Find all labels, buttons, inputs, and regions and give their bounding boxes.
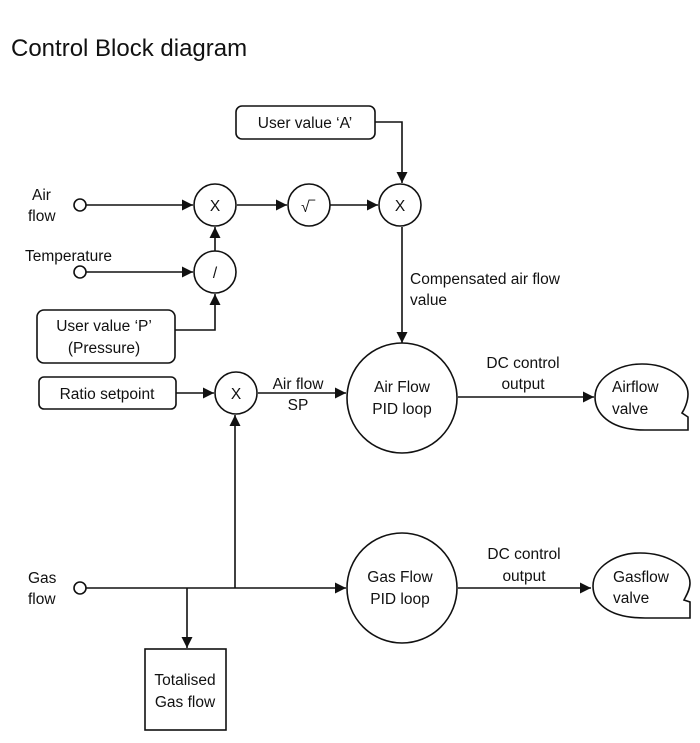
ratio-setpoint-label: Ratio setpoint <box>60 386 155 403</box>
square-root-operator: √‾ <box>287 183 331 227</box>
air-flow-sp-label-line1: Air flow <box>273 376 325 393</box>
air-flow-label-line2: flow <box>28 208 56 225</box>
gasflow-valve-label-line2: valve <box>613 590 649 607</box>
temperature-input-terminal <box>73 265 87 279</box>
connector-pressure-to-divide <box>175 294 221 331</box>
divide-operator: / <box>193 250 237 294</box>
user-value-p-label-line2: (Pressure) <box>68 340 140 357</box>
gasflow-valve-label-line1: Gasflow <box>613 569 670 586</box>
gas-flow-label-line1: Gas <box>28 570 57 587</box>
multiply-operator-2: X <box>378 183 422 227</box>
airflow-valve-label-line2: valve <box>612 401 648 418</box>
airflow-valve: Airflow valve <box>594 363 689 431</box>
gas-dc-output-label-line1: DC control <box>487 546 560 563</box>
ratio-setpoint-block: Ratio setpoint <box>38 376 177 410</box>
temperature-label: Temperature <box>25 248 112 265</box>
air-pid-label-line1: Air Flow <box>374 379 431 396</box>
air-pid-label-line2: PID loop <box>372 401 431 418</box>
totalised-gas-flow-label-line2: Gas flow <box>155 694 216 711</box>
totalised-gas-flow-label-line1: Totalised <box>154 672 215 689</box>
gas-pid-label-line2: PID loop <box>370 591 429 608</box>
gas-pid-label-line1: Gas Flow <box>367 569 433 586</box>
diagram-title: Control Block diagram <box>11 35 247 62</box>
user-value-p-block: User value ‘P’ (Pressure) <box>36 309 176 364</box>
gasflow-valve: Gasflow valve <box>592 552 691 619</box>
air-dc-output-label-line2: output <box>501 376 545 393</box>
user-value-a-block: User value ‘A’ <box>235 105 376 140</box>
user-value-a-label: User value ‘A’ <box>258 115 352 132</box>
square-root-icon: √‾ <box>301 199 316 216</box>
air-flow-input-terminal <box>73 198 87 212</box>
totalised-gas-flow-block: Totalised Gas flow <box>144 648 227 731</box>
user-value-p-label-line1: User value ‘P’ <box>56 318 152 335</box>
divide-symbol: / <box>213 265 218 282</box>
multiply-3-symbol: X <box>231 386 242 403</box>
airflow-valve-label-line1: Airflow <box>612 379 659 396</box>
air-flow-label-line1: Air <box>32 187 51 204</box>
air-flow-sp-label-line2: SP <box>288 397 309 414</box>
compensated-air-flow-label-line1: Compensated air flow <box>410 271 561 288</box>
multiply-operator-1: X <box>193 183 237 227</box>
multiply-1-symbol: X <box>210 198 221 215</box>
compensated-air-flow-label-line2: value <box>410 292 447 309</box>
gas-flow-input-terminal <box>73 581 87 595</box>
multiply-2-symbol: X <box>395 198 406 215</box>
gas-flow-pid-loop: Gas Flow PID loop <box>346 532 458 644</box>
connector-user-a-to-multiply2 <box>375 121 408 183</box>
air-flow-pid-loop: Air Flow PID loop <box>346 342 458 454</box>
multiply-operator-3: X <box>214 371 258 415</box>
gas-flow-label-line2: flow <box>28 591 56 608</box>
air-dc-output-label-line1: DC control <box>486 355 559 372</box>
gas-dc-output-label-line2: output <box>502 568 546 585</box>
